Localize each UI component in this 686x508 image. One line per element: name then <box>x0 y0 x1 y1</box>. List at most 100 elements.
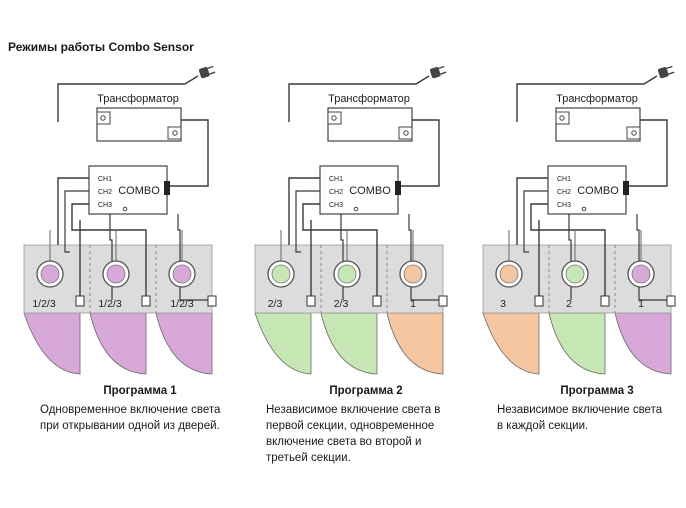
program-1-description: Одновременное включение света при открыв… <box>40 404 221 432</box>
sensor-3-light <box>403 264 423 284</box>
combo-label: COMBO <box>577 185 619 197</box>
program-1-title: Программа 1 <box>103 385 177 397</box>
program-3-title: Программа 3 <box>560 385 634 397</box>
controller-connector <box>623 181 629 195</box>
sensor-3-channel-label: 1 <box>638 298 644 310</box>
plug-pin-2 <box>440 71 447 75</box>
sensor-1-light <box>40 264 60 284</box>
transformer-terminal-1 <box>96 111 111 125</box>
ch3-label: CH3 <box>329 202 343 209</box>
transformer-screw-2 <box>631 130 637 136</box>
program-2-caption: Программа 2 Независимое включение света … <box>266 383 466 466</box>
door-switch-2 <box>141 295 151 307</box>
ch2-label: CH2 <box>98 189 112 196</box>
transformer-terminal-1 <box>327 111 342 125</box>
power-plug-icon <box>657 65 675 79</box>
ch1-label: CH1 <box>557 176 571 183</box>
ch2-wire <box>64 190 89 253</box>
transformer-label: Трансформатор <box>328 93 410 105</box>
controller-led <box>581 206 587 212</box>
ch3-wire <box>71 203 147 300</box>
door-3-wire <box>636 214 671 301</box>
plug-body <box>657 66 669 79</box>
transformer-box <box>327 107 413 142</box>
ch2-label: CH2 <box>329 189 343 196</box>
door-3-wire <box>408 214 443 301</box>
controller-led <box>353 206 359 212</box>
sensor-1-channel-label: 1/2/3 <box>32 298 56 310</box>
ch2-wire <box>295 190 320 253</box>
sensor-2-light <box>337 264 357 284</box>
program-2-description: Независимое включение света в первой сек… <box>266 404 441 464</box>
sensor-2-light <box>106 264 126 284</box>
sensor-1-channel-label: 2/3 <box>268 298 283 310</box>
ch1-label: CH1 <box>329 176 343 183</box>
program-1-caption: Программа 1 Одновременное включение свет… <box>40 383 240 434</box>
page-title: Режимы работы Combo Sensor <box>8 40 194 54</box>
transformer-terminal-1 <box>555 111 570 125</box>
door-1 <box>23 312 81 375</box>
transformer-output-wire <box>629 119 668 187</box>
door-2 <box>548 312 606 375</box>
transformer-terminal-2 <box>167 126 182 140</box>
door-2 <box>320 312 378 375</box>
transformer-label: Трансформатор <box>556 93 638 105</box>
power-plug-icon <box>429 65 447 79</box>
plug-pin-1 <box>207 65 214 70</box>
ch1-wire <box>516 177 548 245</box>
controller-led <box>122 206 128 212</box>
ch1-wire <box>57 177 89 245</box>
transformer-terminal-2 <box>398 126 413 140</box>
sensor-3-channel-label: 1/2/3 <box>170 298 194 310</box>
power-cable <box>288 75 430 122</box>
controller-connector <box>395 181 401 195</box>
sensor-3-light <box>172 264 192 284</box>
transformer-terminal-2 <box>626 126 641 140</box>
transformer-label: Трансформатор <box>97 93 179 105</box>
door-3 <box>155 312 213 375</box>
ch1-wire <box>288 177 320 245</box>
door-switch-1 <box>75 295 85 307</box>
door-switch-3 <box>207 295 217 307</box>
sensor-2-channel-label: 2/3 <box>334 298 349 310</box>
transformer-screw-1 <box>331 115 337 121</box>
sensor-3-light <box>631 264 651 284</box>
ch3-wire <box>530 203 606 300</box>
plug-pin-2 <box>209 71 216 75</box>
sensor-1-light <box>271 264 291 284</box>
plug-body <box>198 66 210 79</box>
plug-pin-1 <box>438 65 445 70</box>
ch3-wire <box>302 203 378 300</box>
ch1-label: CH1 <box>98 176 112 183</box>
power-cable <box>57 75 199 122</box>
sensor-3-channel-label: 1 <box>410 298 416 310</box>
power-plug-icon <box>198 65 216 79</box>
controller-connector <box>164 181 170 195</box>
program-3-description: Независимое включение света в каждой сек… <box>497 404 663 432</box>
plug-pin-2 <box>668 71 675 75</box>
sensor-1-channel-label: 3 <box>500 298 506 310</box>
door-switch-2 <box>372 295 382 307</box>
sensor-2-channel-label: 2 <box>566 298 572 310</box>
door-switch-3 <box>438 295 448 307</box>
door-1 <box>482 312 540 375</box>
plug-body <box>429 66 441 79</box>
program-3-caption: Программа 3 Независимое включение света … <box>497 383 686 434</box>
ch3-label: CH3 <box>557 202 571 209</box>
door-switch-3 <box>666 295 676 307</box>
door-switch-1 <box>534 295 544 307</box>
door-3 <box>386 312 444 375</box>
door-1 <box>254 312 312 375</box>
ch2-wire <box>523 190 548 253</box>
combo-controller <box>88 165 168 215</box>
transformer-output-wire <box>170 119 209 187</box>
transformer-box <box>555 107 641 142</box>
transformer-screw-1 <box>100 115 106 121</box>
door-switch-2 <box>600 295 610 307</box>
door-3 <box>614 312 672 375</box>
sensor-1-light <box>499 264 519 284</box>
